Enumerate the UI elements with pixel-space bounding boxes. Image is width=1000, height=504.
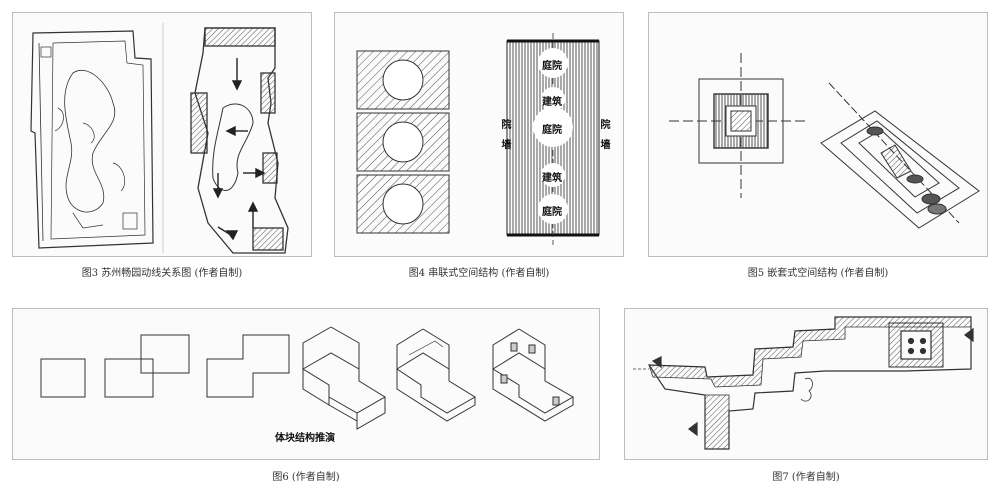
figure-7-drawing [633,316,974,450]
label-courtyard-bottom: 庭院 [542,207,562,218]
figure-5-drawing [669,53,980,229]
stepped-plan-sketch [633,316,974,450]
nested-perspective [820,82,980,229]
parallel-courtyard-units [356,50,450,234]
volume-derivation-sequence [40,326,575,430]
nested-plan [669,53,809,198]
movement-arrows [212,58,266,241]
figure-5-panel [648,12,988,257]
figure-4-caption: 图4 串联式空间结构 (作者自制) [408,268,550,279]
figure-3-caption: 图3 苏州畅园动线关系图 (作者自制) [81,268,243,279]
figure-4-panel: 庭院 建筑 庭院 建筑 庭院 院墙 院墙 [334,12,624,257]
figure-6-caption: 图6 (作者自制) [272,472,340,483]
label-wall-left: 院墙 [499,119,510,159]
serial-courtyard-strip [506,33,600,245]
label-building-2: 建筑 [542,173,562,184]
circulation-plan-sketch [190,27,289,254]
figure-7-caption: 图7 (作者自制) [772,472,840,483]
figure-6-drawing [40,326,575,430]
figure-3-drawing [30,23,289,254]
figure-5-caption: 图5 嵌套式空间结构 (作者自制) [747,268,889,279]
label-courtyard-mid: 庭院 [542,125,562,136]
label-wall-right: 院墙 [598,119,609,159]
label-building-1: 建筑 [542,97,562,108]
figure-6-inner-label: 体块结构推演 [275,433,335,444]
figure-4-drawing [356,33,600,245]
figure-6-panel: 体块结构推演 [12,308,600,460]
figure-7-panel [624,308,988,460]
garden-plan-sketch [30,30,154,249]
figure-3-panel [12,12,312,257]
label-courtyard-top: 庭院 [542,61,562,72]
